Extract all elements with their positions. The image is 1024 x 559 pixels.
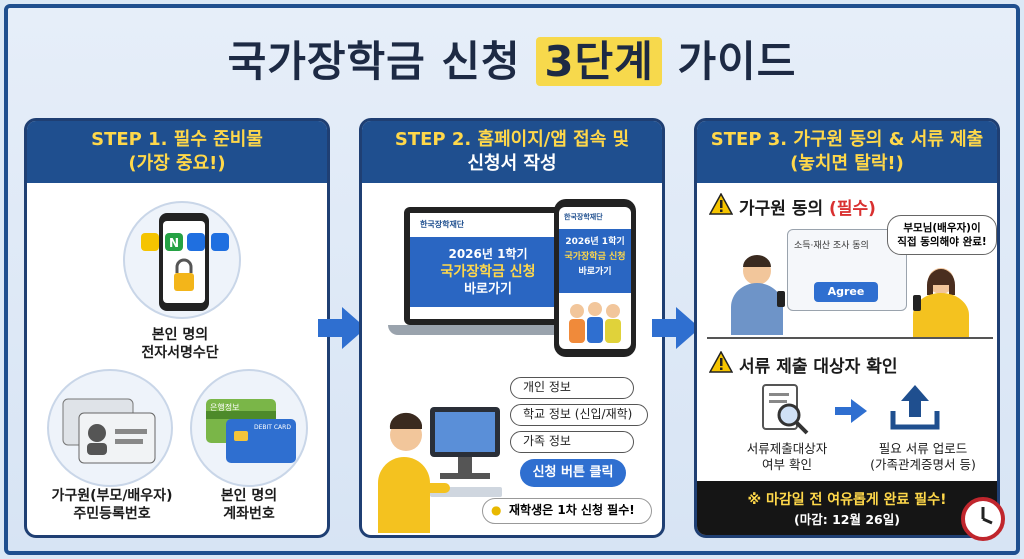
- arrow-right-icon: [835, 399, 867, 423]
- laptop-banner-line2: 국가장학금 신청: [440, 264, 536, 280]
- phone-banner-line2: 국가장학금 신청: [564, 252, 626, 262]
- lightbulb-icon: ●: [491, 503, 502, 517]
- alarm-clock-icon: [961, 497, 1005, 541]
- account-number-label: 본인 명의 계좌번호: [220, 488, 278, 522]
- arrow-right-icon: [318, 307, 366, 349]
- laptop-screen: 한국장학재단 2026년 1학기 국가장학금 신청 바로가기: [410, 213, 566, 319]
- smartphone: 한국장학재단 2026년 1학기 국가장학금 신청 바로가기: [554, 199, 636, 357]
- form-item-personal: 개인 정보: [510, 377, 634, 399]
- svg-text:N: N: [169, 236, 179, 250]
- laptop: 한국장학재단 2026년 1학기 국가장학금 신청 바로가기: [404, 207, 572, 325]
- esign-label: 본인 명의 전자서명수단: [141, 327, 219, 361]
- deadline-date: (마감: 12월 26일): [794, 512, 900, 527]
- step2-subtitle: 신청서 작성: [467, 153, 557, 174]
- deadline-notice: ※ 마감일 전 여유롭게 완료 필수!: [747, 492, 947, 508]
- id-card-icon: [62, 398, 156, 464]
- laptop-base: [388, 325, 588, 335]
- documents-title: 서류 제출 대상자 확인: [739, 357, 898, 377]
- step3-panel: STEP 3. 가구원 동의 & 서류 제출 (놓치면 탈락!) 가구원 동의 …: [694, 118, 1000, 538]
- form-item-school: 학교 정보 (신입/재학): [510, 404, 648, 426]
- upload-icon: [890, 385, 940, 430]
- warning-icon: [709, 193, 733, 215]
- phone-site-logo: 한국장학재단: [564, 213, 603, 221]
- consent-title-text: 가구원 동의: [739, 199, 824, 219]
- laptop-banner[interactable]: 2026년 1학기 국가장학금 신청 바로가기: [410, 237, 566, 307]
- arrow-right-icon: [652, 307, 700, 349]
- agree-button[interactable]: Agree: [814, 282, 878, 302]
- step2-panel: STEP 2. 홈페이지/앱 접속 및 신청서 작성 한국장학재단 2026년 …: [359, 118, 665, 538]
- consent-required-text: (필수): [829, 199, 876, 219]
- document-check-label: 서류제출대상자 여부 확인: [746, 441, 828, 472]
- title-tail: 가이드: [677, 37, 797, 86]
- speech-bubble: 부모님(배우자)이 직접 동의해야 완료!: [887, 215, 997, 255]
- deadline-bar: ※ 마감일 전 여유롭게 완료 필수! (마감: 12월 26일): [697, 481, 997, 535]
- debit-card-label: DEBIT CARD: [254, 424, 291, 431]
- tip-text: 재학생은 1차 신청 필수!: [509, 503, 635, 517]
- laptop-site-logo: 한국장학재단: [420, 220, 465, 229]
- warning-icon: [709, 351, 733, 373]
- bank-card-icon: [206, 399, 296, 463]
- resident-number-label: 가구원(부모/배우자) 주민등록번호: [51, 488, 173, 522]
- phone-banner[interactable]: 2026년 1학기 국가장학금 신청 바로가기: [559, 229, 631, 293]
- consent-window-text: 소득·재산 조사 동의: [794, 241, 869, 251]
- phone-banner-line3: 바로가기: [578, 267, 612, 277]
- phone-circle: N: [123, 201, 241, 319]
- smartphone-lock-icon: N: [141, 213, 229, 311]
- consent-title: 가구원 동의 (필수): [739, 194, 876, 219]
- step1-subtitle: (가장 중요!): [128, 153, 226, 174]
- phone-screen: 한국장학재단 2026년 1학기 국가장학금 신청 바로가기: [559, 207, 631, 349]
- step3-title: STEP 3. 가구원 동의 & 서류 제출: [710, 129, 984, 150]
- step1-panel: STEP 1. 필수 준비물 (가장 중요!) N 본인 명의 전자서명수단 가…: [24, 118, 330, 538]
- step2-title: STEP 2. 홈페이지/앱 접속 및: [394, 129, 630, 150]
- students-illustration: [569, 302, 621, 343]
- step3-header: STEP 3. 가구원 동의 & 서류 제출 (놓치면 탈락!): [697, 121, 997, 183]
- section-divider: [707, 337, 993, 339]
- id-card-circle: [47, 369, 173, 487]
- step3-subtitle: (놓치면 탈락!): [790, 153, 904, 174]
- laptop-banner-line1: 2026년 1학기: [448, 247, 528, 261]
- bank-info-label: 은행정보: [210, 403, 240, 412]
- student-at-computer-illustration: [378, 407, 502, 533]
- document-search-icon: [762, 384, 809, 435]
- phone-banner-line1: 2026년 1학기: [565, 237, 625, 247]
- page-title: 국가장학금 신청 3단계 가이드: [0, 28, 1024, 89]
- step1-header: STEP 1. 필수 준비물 (가장 중요!): [27, 121, 327, 183]
- document-upload-label: 필요 서류 업로드 (가족관계증명서 등): [870, 441, 976, 472]
- parent-woman-illustration: [913, 268, 969, 337]
- step2-header: STEP 2. 홈페이지/앱 접속 및 신청서 작성: [362, 121, 662, 183]
- title-main: 국가장학금 신청: [227, 37, 521, 86]
- laptop-banner-line3: 바로가기: [464, 282, 512, 297]
- title-highlight: 3단계: [536, 37, 662, 86]
- step1-title: STEP 1. 필수 준비물: [91, 129, 263, 150]
- submit-application-button[interactable]: 신청 버튼 클릭: [520, 459, 626, 487]
- bank-card-circle: 은행정보 DEBIT CARD: [190, 369, 308, 487]
- tip-box: ● 재학생은 1차 신청 필수!: [482, 498, 652, 524]
- form-item-family: 가족 정보: [510, 431, 634, 453]
- parent-man-illustration: [731, 255, 785, 335]
